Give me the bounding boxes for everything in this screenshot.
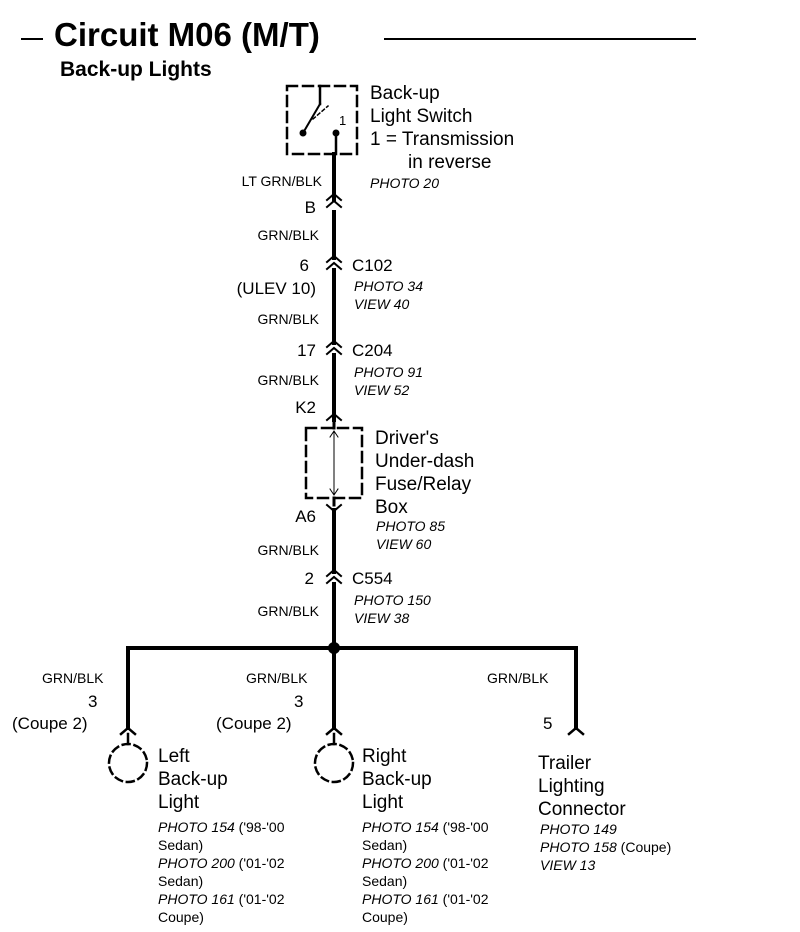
k2-label: K2: [295, 398, 316, 417]
splice-point: [328, 642, 340, 654]
page-title: Circuit M06 (M/T): [54, 16, 320, 53]
trailer-line2: Lighting: [538, 776, 605, 797]
ref-row: PHOTO 154 ('98-'00: [362, 819, 489, 835]
c102-pin: 6: [299, 256, 309, 275]
right-light-pin: 3: [294, 692, 304, 711]
ref-row: Coupe): [158, 909, 204, 925]
fuse-box-line2: Under-dash: [375, 451, 475, 472]
ref-row: PHOTO 161 ('01-'02: [362, 891, 489, 907]
right-light-line2: Back-up: [362, 769, 432, 790]
connector-c102-symbol: [325, 254, 343, 271]
a6-label: A6: [295, 507, 316, 526]
wire-color-2: GRN/BLK: [257, 311, 319, 327]
switch-label-line3: 1 = Transmission: [370, 129, 515, 150]
ref-row: PHOTO 149: [540, 821, 617, 837]
switch-label-line4: in reverse: [408, 152, 492, 173]
c204-pin: 17: [297, 341, 316, 360]
switch-dashed-link: [311, 104, 330, 121]
c204-view: VIEW 52: [354, 382, 410, 398]
fuse-box-link-arrows: [329, 430, 339, 496]
c102-photo: PHOTO 34: [354, 278, 423, 294]
page-subtitle: Back-up Lights: [60, 58, 212, 81]
c554-photo: PHOTO 150: [354, 592, 431, 608]
ref-row: Sedan): [158, 837, 204, 853]
left-bulb: [107, 742, 149, 784]
wire-color-right-branch: GRN/BLK: [487, 670, 549, 686]
switch-pin-label: 1: [339, 113, 347, 128]
switch-box: [285, 84, 359, 156]
ref-row: Sedan): [158, 873, 204, 889]
switch-photo-ref: PHOTO 20: [370, 175, 439, 191]
wire-color-1: GRN/BLK: [257, 227, 319, 243]
c554-name: C554: [352, 569, 393, 588]
ref-row: VIEW 13: [540, 857, 596, 873]
right-light-coupe: (Coupe 2): [216, 714, 292, 733]
fuse-box-view: VIEW 60: [376, 536, 432, 552]
left-light-pin: 3: [88, 692, 98, 711]
ref-row: Coupe): [362, 909, 408, 925]
left-terminal-symbol: [119, 726, 137, 736]
connector-c204-symbol: [325, 339, 343, 356]
ref-row: PHOTO 200 ('01-'02: [362, 855, 489, 871]
ref-row: PHOTO 154 ('98-'00: [158, 819, 285, 835]
connector-a6-symbol: [325, 503, 343, 513]
c554-view: VIEW 38: [354, 610, 410, 626]
c204-photo: PHOTO 91: [354, 364, 423, 380]
mid-terminal-symbol: [325, 726, 343, 736]
left-light-line1: Left: [158, 746, 190, 767]
connector-k2-symbol: [325, 412, 343, 422]
c102-ulev: (ULEV 10): [236, 279, 316, 298]
ref-row: Sedan): [362, 873, 408, 889]
right-light-line3: Light: [362, 792, 404, 813]
wire-color-4: GRN/BLK: [257, 542, 319, 558]
right-light-line1: Right: [362, 746, 407, 767]
wire-color-left-branch: GRN/BLK: [42, 670, 104, 686]
c102-name: C102: [352, 256, 393, 275]
left-light-coupe: (Coupe 2): [12, 714, 88, 733]
c554-pin: 2: [304, 569, 314, 588]
ref-row: PHOTO 161 ('01-'02: [158, 891, 285, 907]
left-light-line3: Light: [158, 792, 200, 813]
connector-c554-symbol: [325, 568, 343, 585]
trailer-line3: Connector: [538, 799, 626, 820]
right-bulb: [313, 742, 355, 784]
c102-view: VIEW 40: [354, 296, 410, 312]
fuse-box-line3: Fuse/Relay: [375, 474, 472, 495]
ref-row: Sedan): [362, 837, 408, 853]
right-light-refs: PHOTO 154 ('98-'00 Sedan) PHOTO 200 ('01…: [362, 818, 489, 926]
switch-label-line1: Back-up: [370, 83, 440, 104]
fuse-box-photo: PHOTO 85: [376, 518, 445, 534]
fuse-box-line4: Box: [375, 497, 408, 518]
switch-label-line2: Light Switch: [370, 106, 473, 127]
left-light-refs: PHOTO 154 ('98-'00 Sedan) PHOTO 200 ('01…: [158, 818, 285, 926]
left-light-line2: Back-up: [158, 769, 228, 790]
trailer-pin: 5: [543, 714, 553, 733]
ref-row: PHOTO 158 (Coupe): [540, 839, 672, 855]
switch-contact-left: [299, 129, 307, 137]
ref-row: PHOTO 200 ('01-'02: [158, 855, 285, 871]
connector-b-label: B: [304, 198, 316, 217]
switch-contact-arm: [301, 102, 322, 135]
connector-b-symbol: [325, 192, 343, 209]
fuse-box-line1: Driver's: [375, 428, 439, 449]
wire-color-mid-branch: GRN/BLK: [246, 670, 308, 686]
trailer-refs: PHOTO 149 PHOTO 158 (Coupe) VIEW 13: [540, 820, 671, 874]
wire-color-5: GRN/BLK: [257, 603, 319, 619]
trailer-line1: Trailer: [538, 753, 592, 774]
trailer-terminal-symbol: [567, 726, 585, 736]
c204-name: C204: [352, 341, 393, 360]
wire-color-3: GRN/BLK: [257, 372, 319, 388]
wire-color-lt-grn-blk: LT GRN/BLK: [241, 173, 322, 189]
